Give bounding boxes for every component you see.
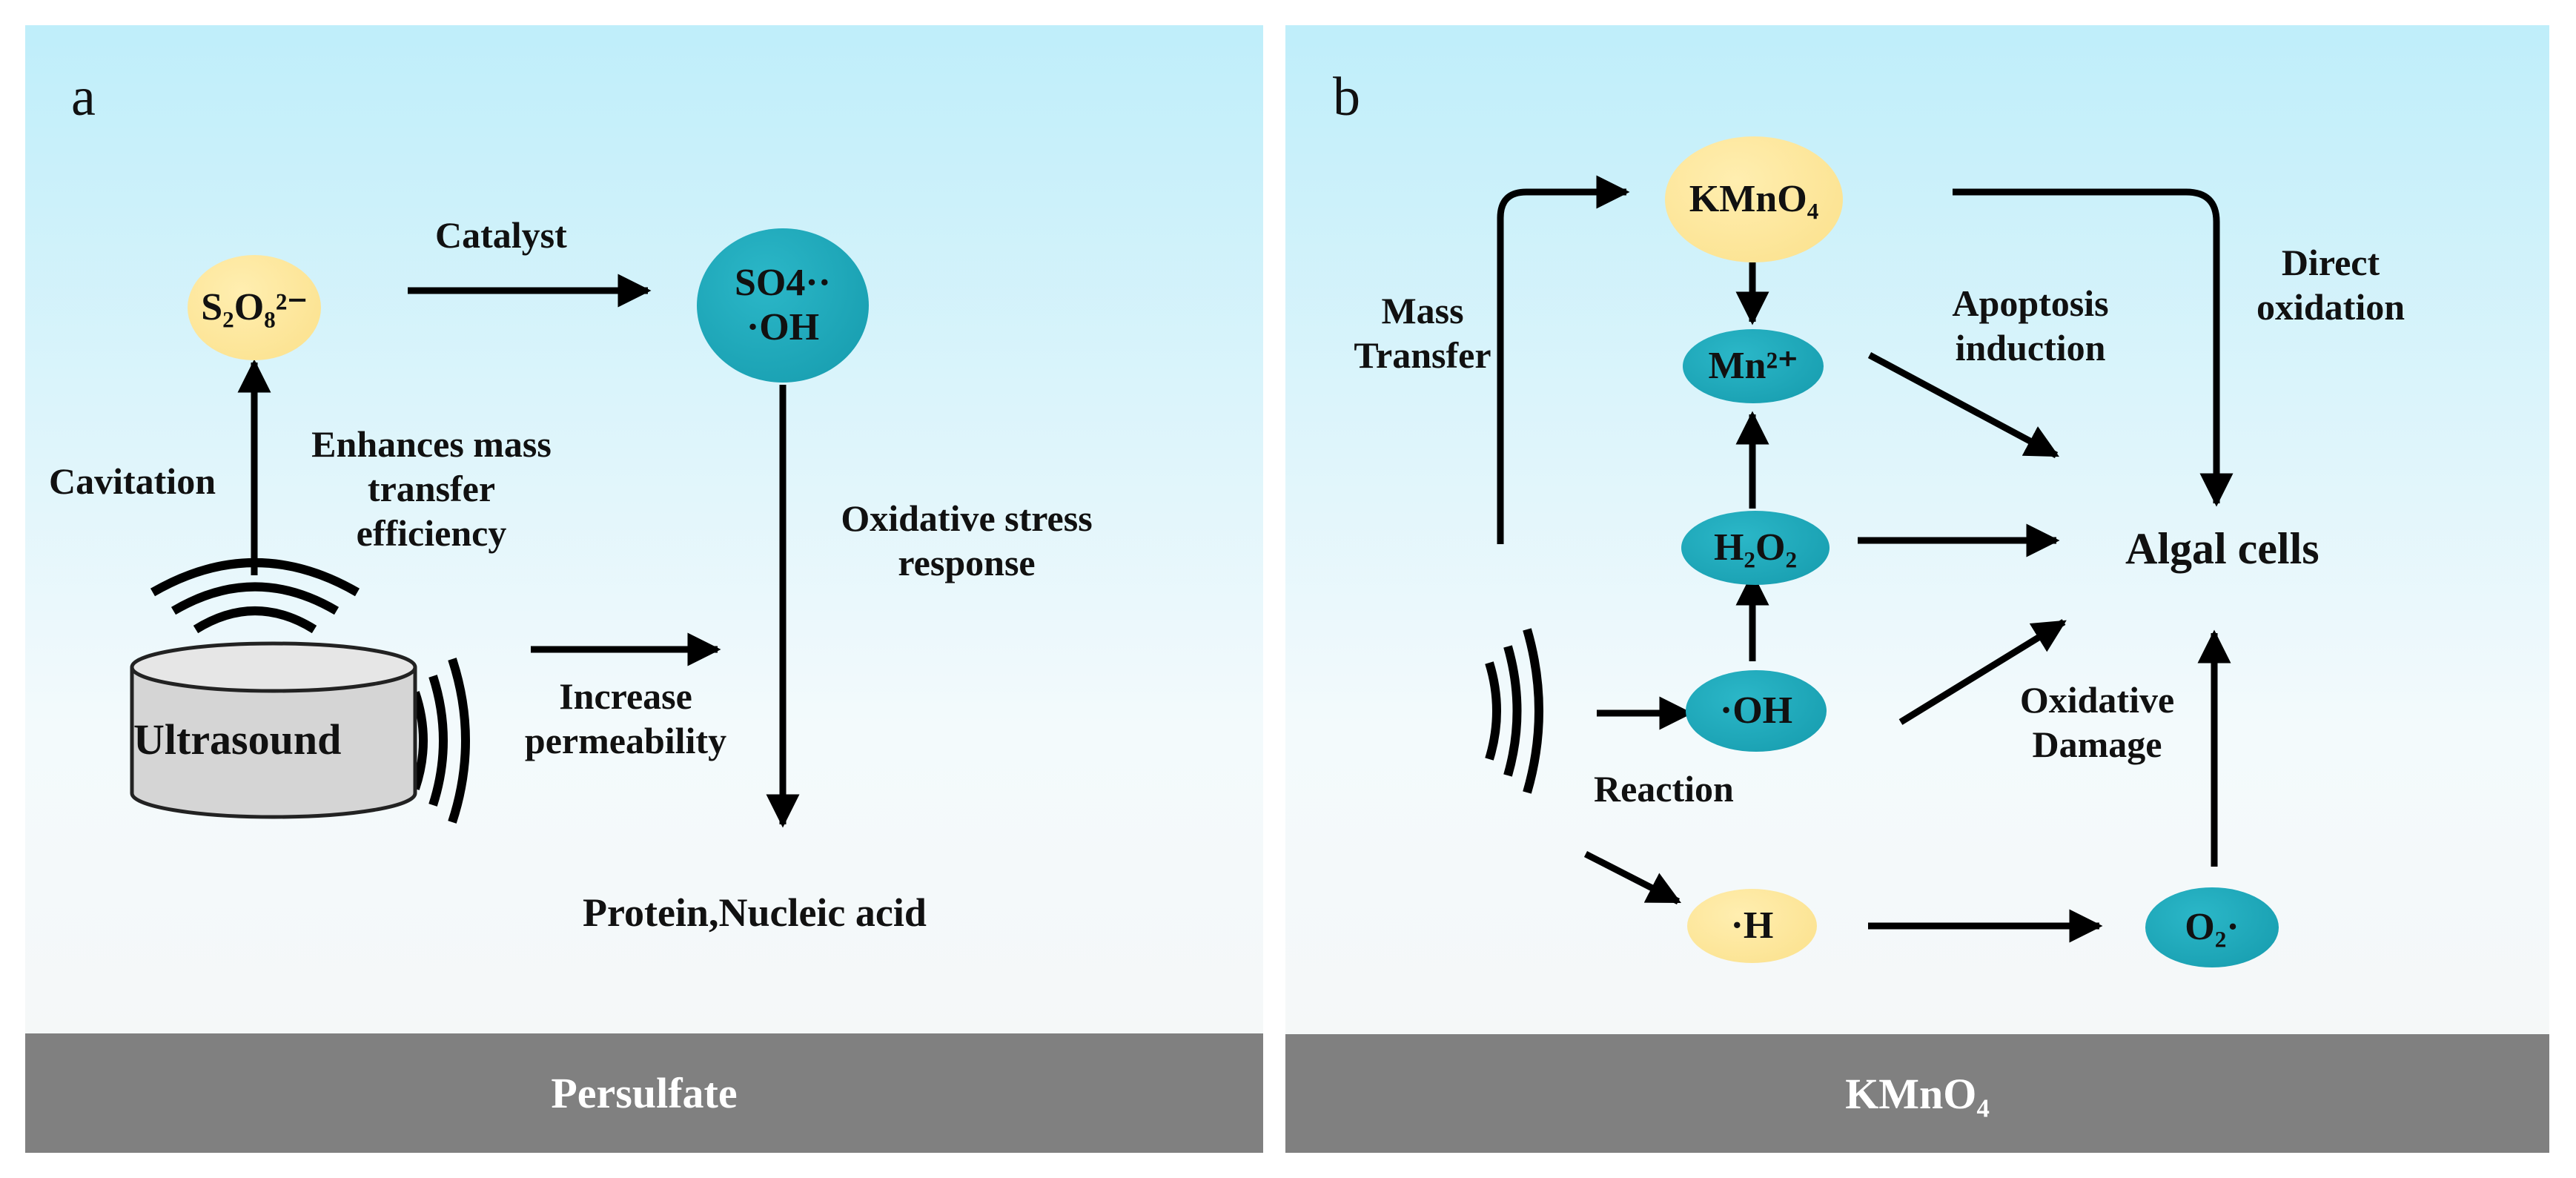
- mass-transfer-label: Mass Transfer: [1334, 288, 1512, 377]
- ultrasound-device-icon: [130, 641, 417, 819]
- mass-transfer-line-3: efficiency: [356, 512, 507, 554]
- panel-a-footer: Persulfate: [25, 1033, 1263, 1153]
- mass-transfer-label: Enhances mass transfer efficiency: [283, 422, 580, 555]
- ultrasound-label: Ultrasound: [133, 715, 342, 764]
- protein-nucleic-acid-label: Protein,Nucleic acid: [583, 890, 927, 935]
- catalyst-label: Catalyst: [435, 214, 567, 256]
- apoptosis-line-2: induction: [1955, 327, 2106, 368]
- permeability-line-1: Increase: [559, 675, 692, 717]
- oxidative-stress-label: Oxidative stress response: [804, 496, 1130, 585]
- panel-a: a S₂O₈²⁻ SO4·· ·OH Ultrasound Catalyst C…: [25, 25, 1263, 1153]
- oxidative-damage-label: Oxidative Damage: [1993, 678, 2201, 767]
- permeability-label: Increase permeability: [500, 674, 752, 763]
- oxidative-damage-line-1: Oxidative: [2019, 679, 2175, 721]
- hydroxyl-node: ·OH: [1686, 670, 1827, 752]
- apoptosis-line-1: Apoptosis: [1952, 282, 2109, 324]
- panel-b-background: [1285, 25, 2549, 1153]
- direct-oxidation-line-2: oxidation: [2256, 286, 2406, 328]
- sulfate-radical-label: SO4··: [734, 262, 832, 305]
- mass-transfer-line-2: transfer: [367, 468, 496, 509]
- h2o2-label: H₂O₂: [1713, 526, 1798, 569]
- oh-to-algal-arrow: [1898, 619, 2067, 725]
- hydroxyl-radical-label: ·OH: [746, 306, 820, 348]
- direct-oxidation-label: Direct oxidation: [2234, 240, 2427, 329]
- panel-b-arrows: [1485, 175, 2234, 943]
- superoxide-label: O₂·: [2185, 906, 2239, 949]
- panel-b-letter: b: [1333, 67, 1360, 128]
- mass-transfer-line-1: Mass: [1381, 290, 1464, 331]
- waves-to-h-arrow: [1583, 850, 1682, 905]
- cavitation-label: Cavitation: [49, 460, 216, 502]
- mass-transfer-line-1: Enhances mass: [311, 423, 552, 465]
- panel-a-letter: a: [71, 67, 96, 128]
- kmno4-node: KMnO₄: [1665, 136, 1843, 262]
- mass-transfer-arrow: [1497, 175, 1630, 544]
- mass-transfer-line-2: Transfer: [1354, 334, 1491, 376]
- hydrogen-radical-label: ·H: [1730, 904, 1774, 947]
- ultrasound-waves-right-icon: [411, 658, 470, 824]
- apoptosis-label: Apoptosis induction: [1919, 281, 2142, 370]
- persulfate-label: S₂O₈²⁻: [201, 286, 308, 329]
- panel-b: b KMnO₄ Mn²⁺ H₂O₂ ·OH ·H O₂· Mass Transf…: [1285, 25, 2549, 1153]
- oxidative-damage-line-2: Damage: [2032, 724, 2162, 765]
- hydroxyl-label: ·OH: [1719, 689, 1793, 732]
- permeability-line-2: permeability: [524, 720, 727, 761]
- panel-a-arrows: [130, 274, 800, 828]
- mn-to-algal-arrow: [1867, 352, 2059, 458]
- mn2-node: Mn²⁺: [1683, 329, 1824, 403]
- direct-oxidation-line-1: Direct: [2281, 242, 2380, 283]
- panel-a-footer-label: Persulfate: [551, 1069, 738, 1117]
- ultrasound-waves-icon: [1485, 628, 1543, 794]
- reaction-label: Reaction: [1594, 768, 1734, 810]
- oxidative-stress-line-2: response: [898, 542, 1036, 583]
- hydrogen-radical-node: ·H: [1687, 889, 1817, 963]
- oxidative-stress-line-1: Oxidative stress: [841, 497, 1093, 539]
- panel-b-footer-label: KMnO₄: [1845, 1069, 1990, 1118]
- mn2-label: Mn²⁺: [1708, 345, 1798, 388]
- h2o2-node: H₂O₂: [1681, 511, 1830, 585]
- direct-oxidation-arrow: [1953, 188, 2234, 507]
- sulfate-hydroxyl-radical-node: SO4·· ·OH: [697, 228, 869, 383]
- superoxide-node: O₂·: [2145, 887, 2279, 967]
- kmno4-label: KMnO₄: [1689, 178, 1819, 221]
- persulfate-node: S₂O₈²⁻: [188, 255, 321, 360]
- ultrasound-waves-up-icon: [150, 558, 360, 634]
- panel-b-footer: KMnO₄: [1285, 1034, 2549, 1153]
- algal-cells-label: Algal cells: [2125, 524, 2320, 573]
